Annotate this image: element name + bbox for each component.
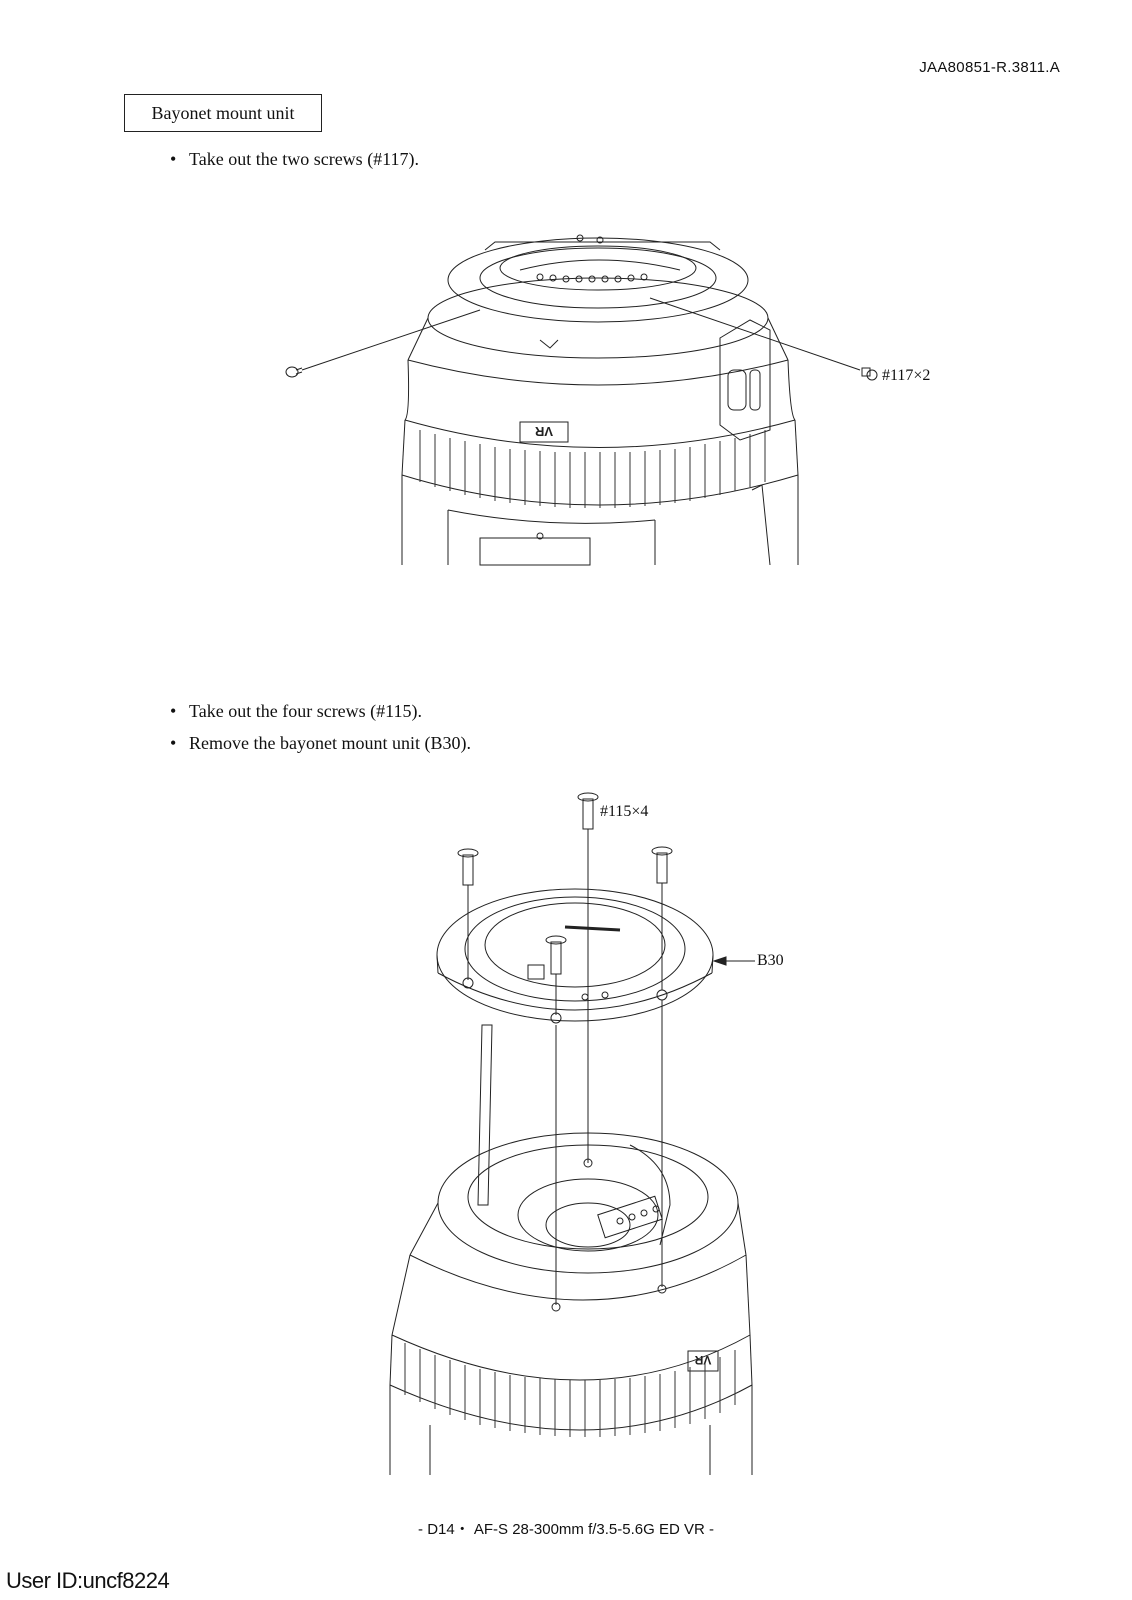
screw-115-right (652, 847, 672, 883)
screw-115-left (458, 849, 478, 885)
callout-screw-117: #117×2 (882, 367, 931, 384)
screw-115-top (578, 793, 598, 829)
page-footer: - D14・ AF-S 28-300mm f/3.5-5.6G ED VR - (418, 1521, 714, 1538)
figure-lens-rear-screws: VR (270, 220, 990, 580)
bullet: • (170, 733, 177, 753)
figure-bayonet-mount-exploded: VR (370, 785, 790, 1477)
contact-block (598, 1196, 662, 1237)
callout-b30: B30 (757, 952, 784, 969)
step-item: • Take out the four screws (#115). (170, 701, 422, 722)
vr-badge-text: VR (694, 1353, 711, 1367)
step-item: • Remove the bayonet mount unit (B30). (170, 733, 471, 754)
bayonet-ring-b30 (437, 889, 713, 1023)
callout-screw-115: #115×4 (600, 803, 649, 820)
step-text: Remove the bayonet mount unit (B30). (189, 733, 471, 753)
user-id-watermark: User ID:uncf8224 (6, 1568, 170, 1593)
bullet: • (170, 701, 177, 721)
document-id: JAA80851-R.3811.A (919, 59, 1060, 76)
screw-right (862, 368, 877, 380)
vr-badge-text: VR (534, 424, 553, 439)
zoom-ring-ribs (405, 1343, 735, 1437)
zoom-ring-ribs (420, 430, 765, 508)
section-title-box: Bayonet mount unit (124, 94, 322, 132)
section-title: Bayonet mount unit (151, 102, 295, 123)
step-item: • Take out the two screws (#117). (170, 149, 419, 170)
screw-left (286, 367, 302, 377)
step-text: Take out the two screws (#117). (189, 149, 420, 169)
step-text: Take out the four screws (#115). (189, 701, 422, 721)
bullet: • (170, 149, 177, 169)
screw-115-inner (546, 936, 566, 974)
